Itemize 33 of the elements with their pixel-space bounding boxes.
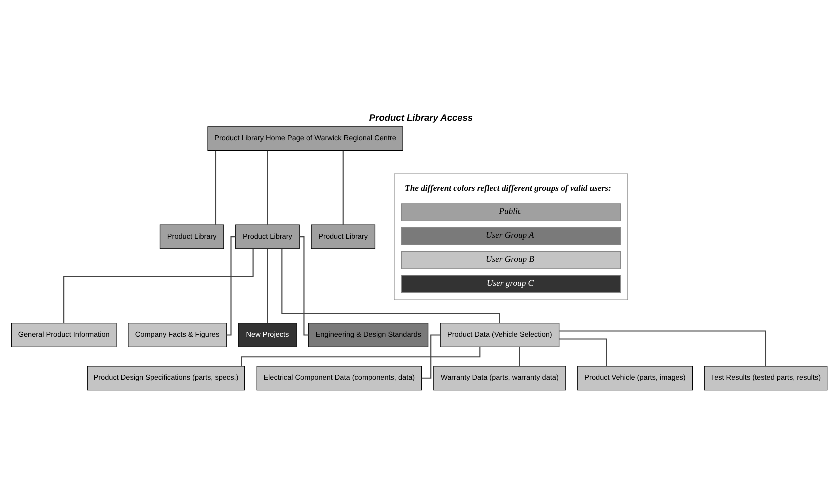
- node-box: Product Vehicle (parts, images): [577, 366, 692, 390]
- legend-label: User Group A: [486, 229, 534, 240]
- connector: [266, 150, 268, 224]
- connector: [63, 248, 254, 323]
- connector: [226, 236, 236, 336]
- connector: [559, 338, 607, 366]
- connector: [240, 346, 480, 366]
- node-box: Product Data (Vehicle Selection): [440, 322, 560, 348]
- connector: [421, 334, 440, 378]
- node-box: Product Library: [235, 224, 300, 249]
- connector: [281, 248, 500, 323]
- connector: [266, 248, 268, 323]
- connector: [342, 150, 344, 224]
- connector: [518, 346, 520, 366]
- diagram-title: Product Library Access: [368, 112, 473, 123]
- node-box: Product Design Specifications (parts, specs.): [86, 366, 245, 390]
- node-box: Product Library: [310, 224, 376, 249]
- node-box: Test Results (tested parts, results): [704, 366, 828, 390]
- node-box: Product Library: [159, 224, 224, 249]
- legend-label: Public: [498, 206, 522, 216]
- legend-label: User group C: [486, 277, 534, 288]
- node-box: Product Library Home Page of Warwick Regional Centre: [207, 126, 403, 151]
- node-box: New Projects: [238, 322, 296, 348]
- node-box: Electrical Component Data (components, data): [256, 366, 422, 390]
- connector: [214, 150, 216, 224]
- node-box: General Product Information: [10, 322, 116, 348]
- legend-label: User Group B: [486, 253, 534, 264]
- node-box: Company Facts & Figures: [128, 322, 226, 348]
- node-box: Warranty Data (parts, warranty data): [433, 366, 566, 390]
- connector: [299, 236, 308, 336]
- node-box: Engineering & Design Standards: [308, 322, 428, 348]
- connector: [559, 330, 766, 366]
- label: The different colors reflect different groups of valid users:: [404, 182, 611, 192]
